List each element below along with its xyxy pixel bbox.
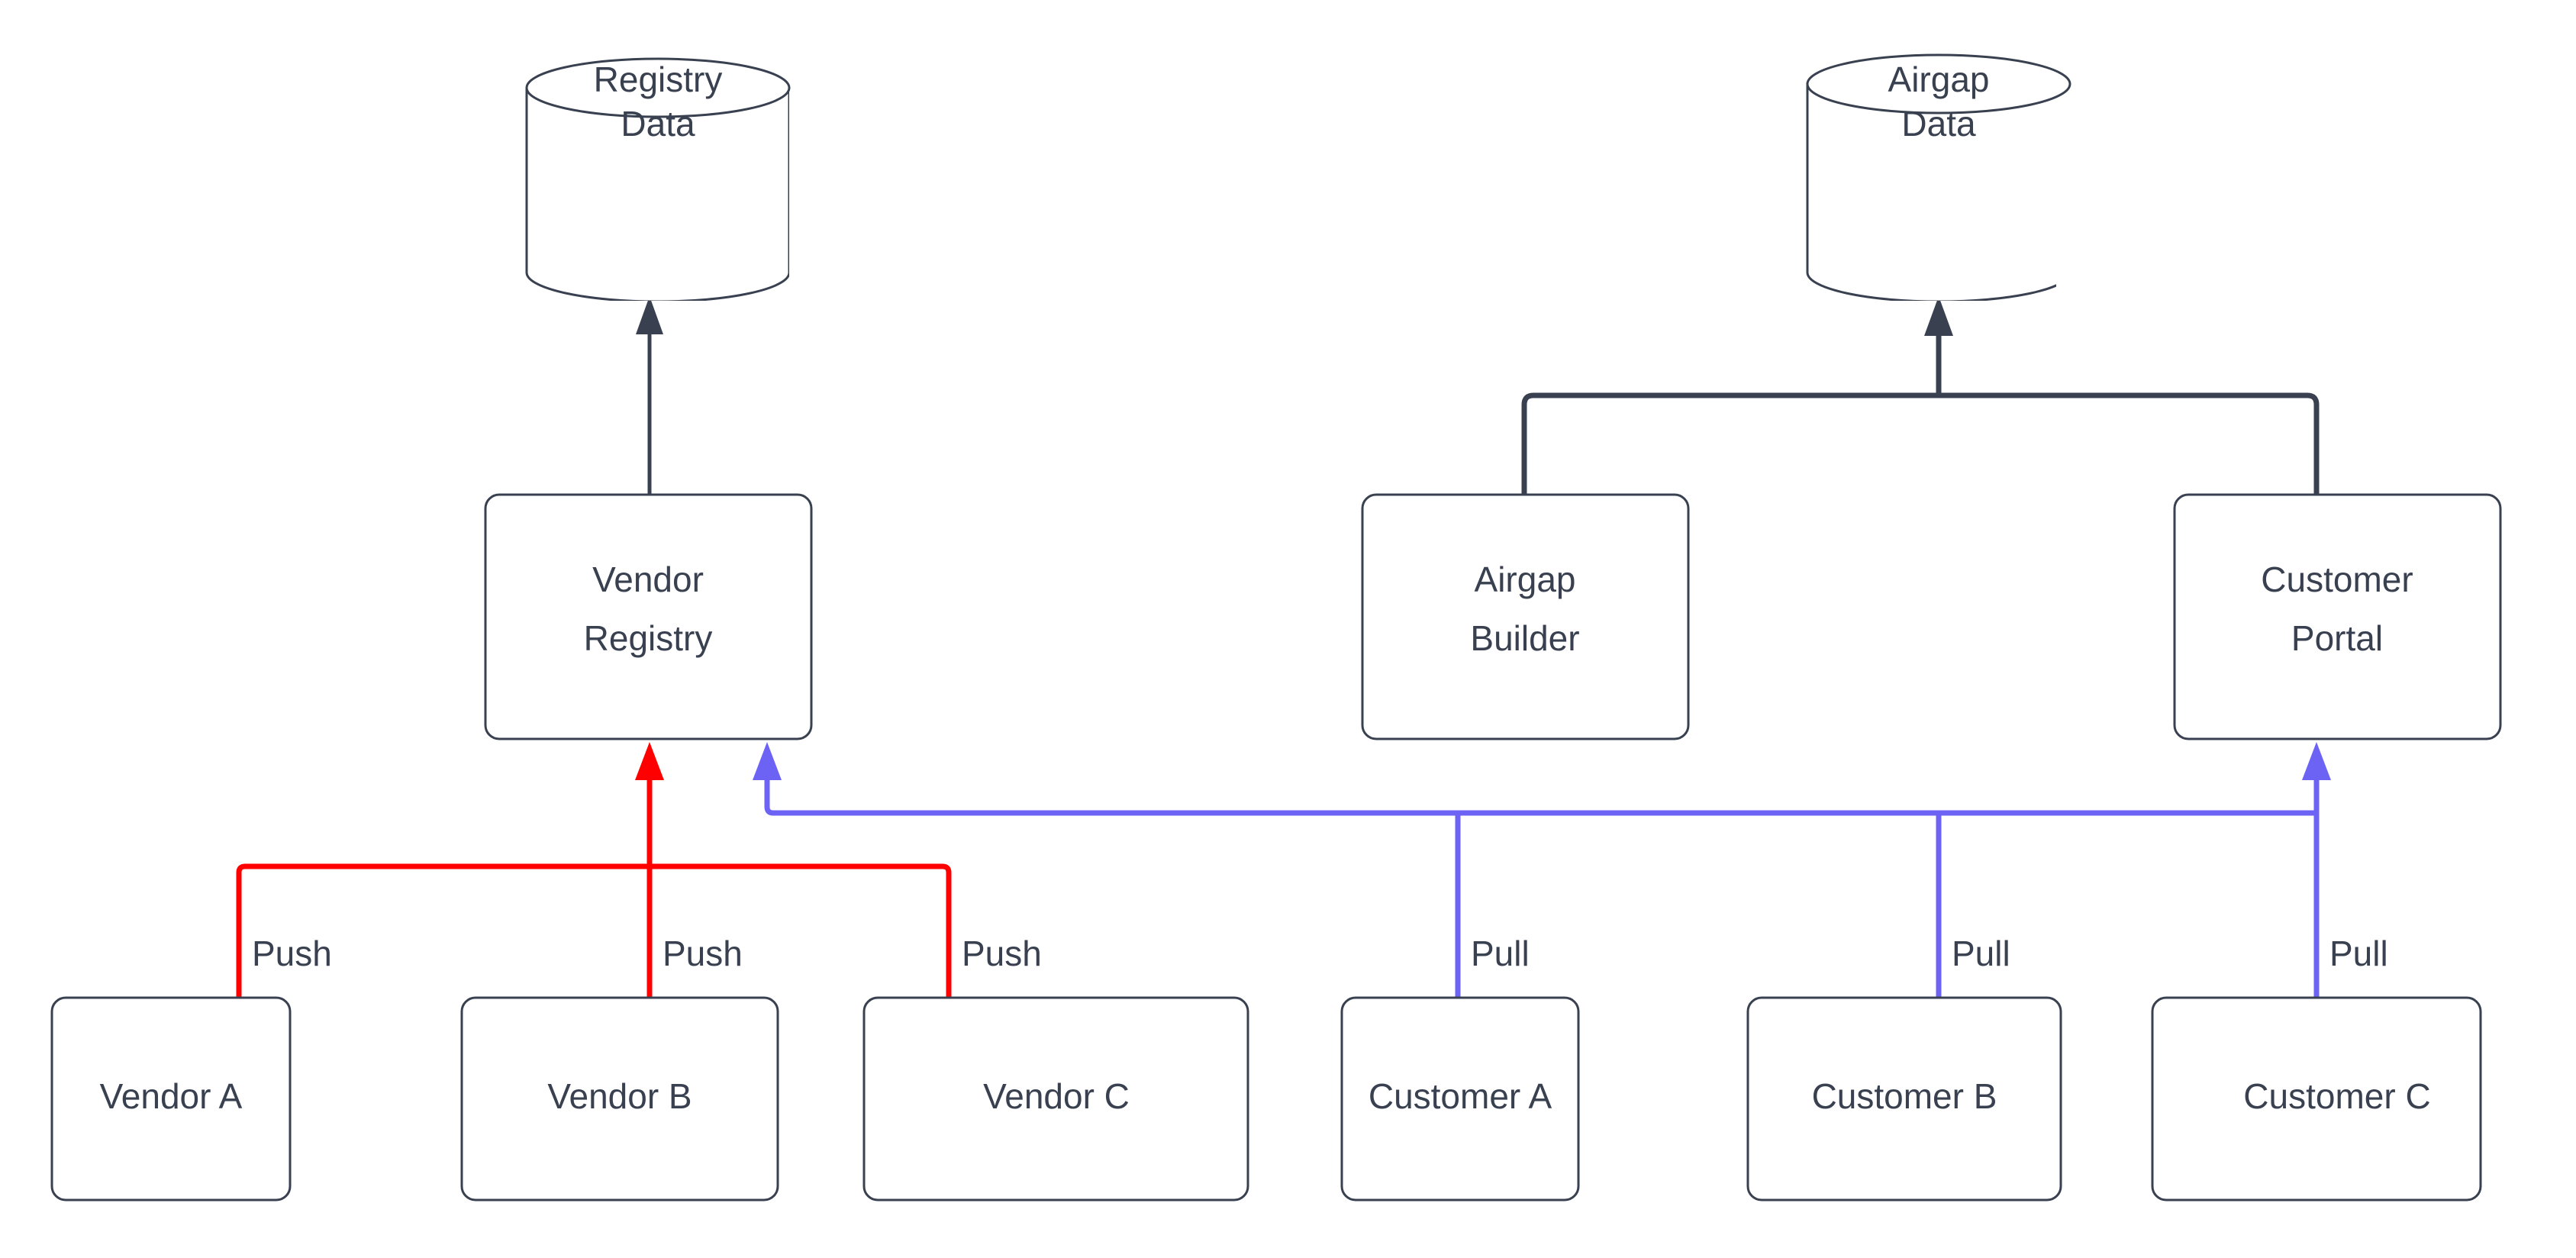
edge-label-push-vendor-c: Push: [962, 934, 1042, 973]
edge-label-pull-customer-b: Pull: [1952, 934, 2010, 973]
node-vendor-registry[interactable]: Vendor Registry: [484, 493, 813, 740]
node-customer-c[interactable]: Customer C: [2151, 996, 2482, 1202]
node-vendor-b[interactable]: Vendor B: [460, 996, 779, 1202]
node-customer-a[interactable]: Customer A: [1340, 996, 1580, 1202]
edge-push-bus: [236, 742, 952, 998]
node-airgap-data[interactable]: Airgap Data: [1806, 53, 2071, 302]
node-vendor-c[interactable]: Vendor C: [862, 996, 1249, 1202]
edge-airgap-bus-to-airgap-data: [1521, 296, 2320, 495]
edge-label-push-vendor-b: Push: [663, 934, 743, 973]
node-registry-data[interactable]: Registry Data: [525, 57, 791, 302]
edge-pull-bus: [753, 742, 2331, 998]
edge-label-pull-customer-c: Pull: [2329, 934, 2388, 973]
node-customer-portal[interactable]: Customer Portal: [2173, 493, 2502, 740]
edge-label-pull-customer-a: Pull: [1471, 934, 1530, 973]
node-airgap-builder[interactable]: Airgap Builder: [1361, 493, 1690, 740]
node-customer-b[interactable]: Customer B: [1746, 996, 2062, 1202]
node-vendor-a[interactable]: Vendor A: [50, 996, 292, 1202]
edge-vendor-registry-to-registry-data: [636, 296, 663, 495]
edge-label-push-vendor-a: Push: [252, 934, 332, 973]
